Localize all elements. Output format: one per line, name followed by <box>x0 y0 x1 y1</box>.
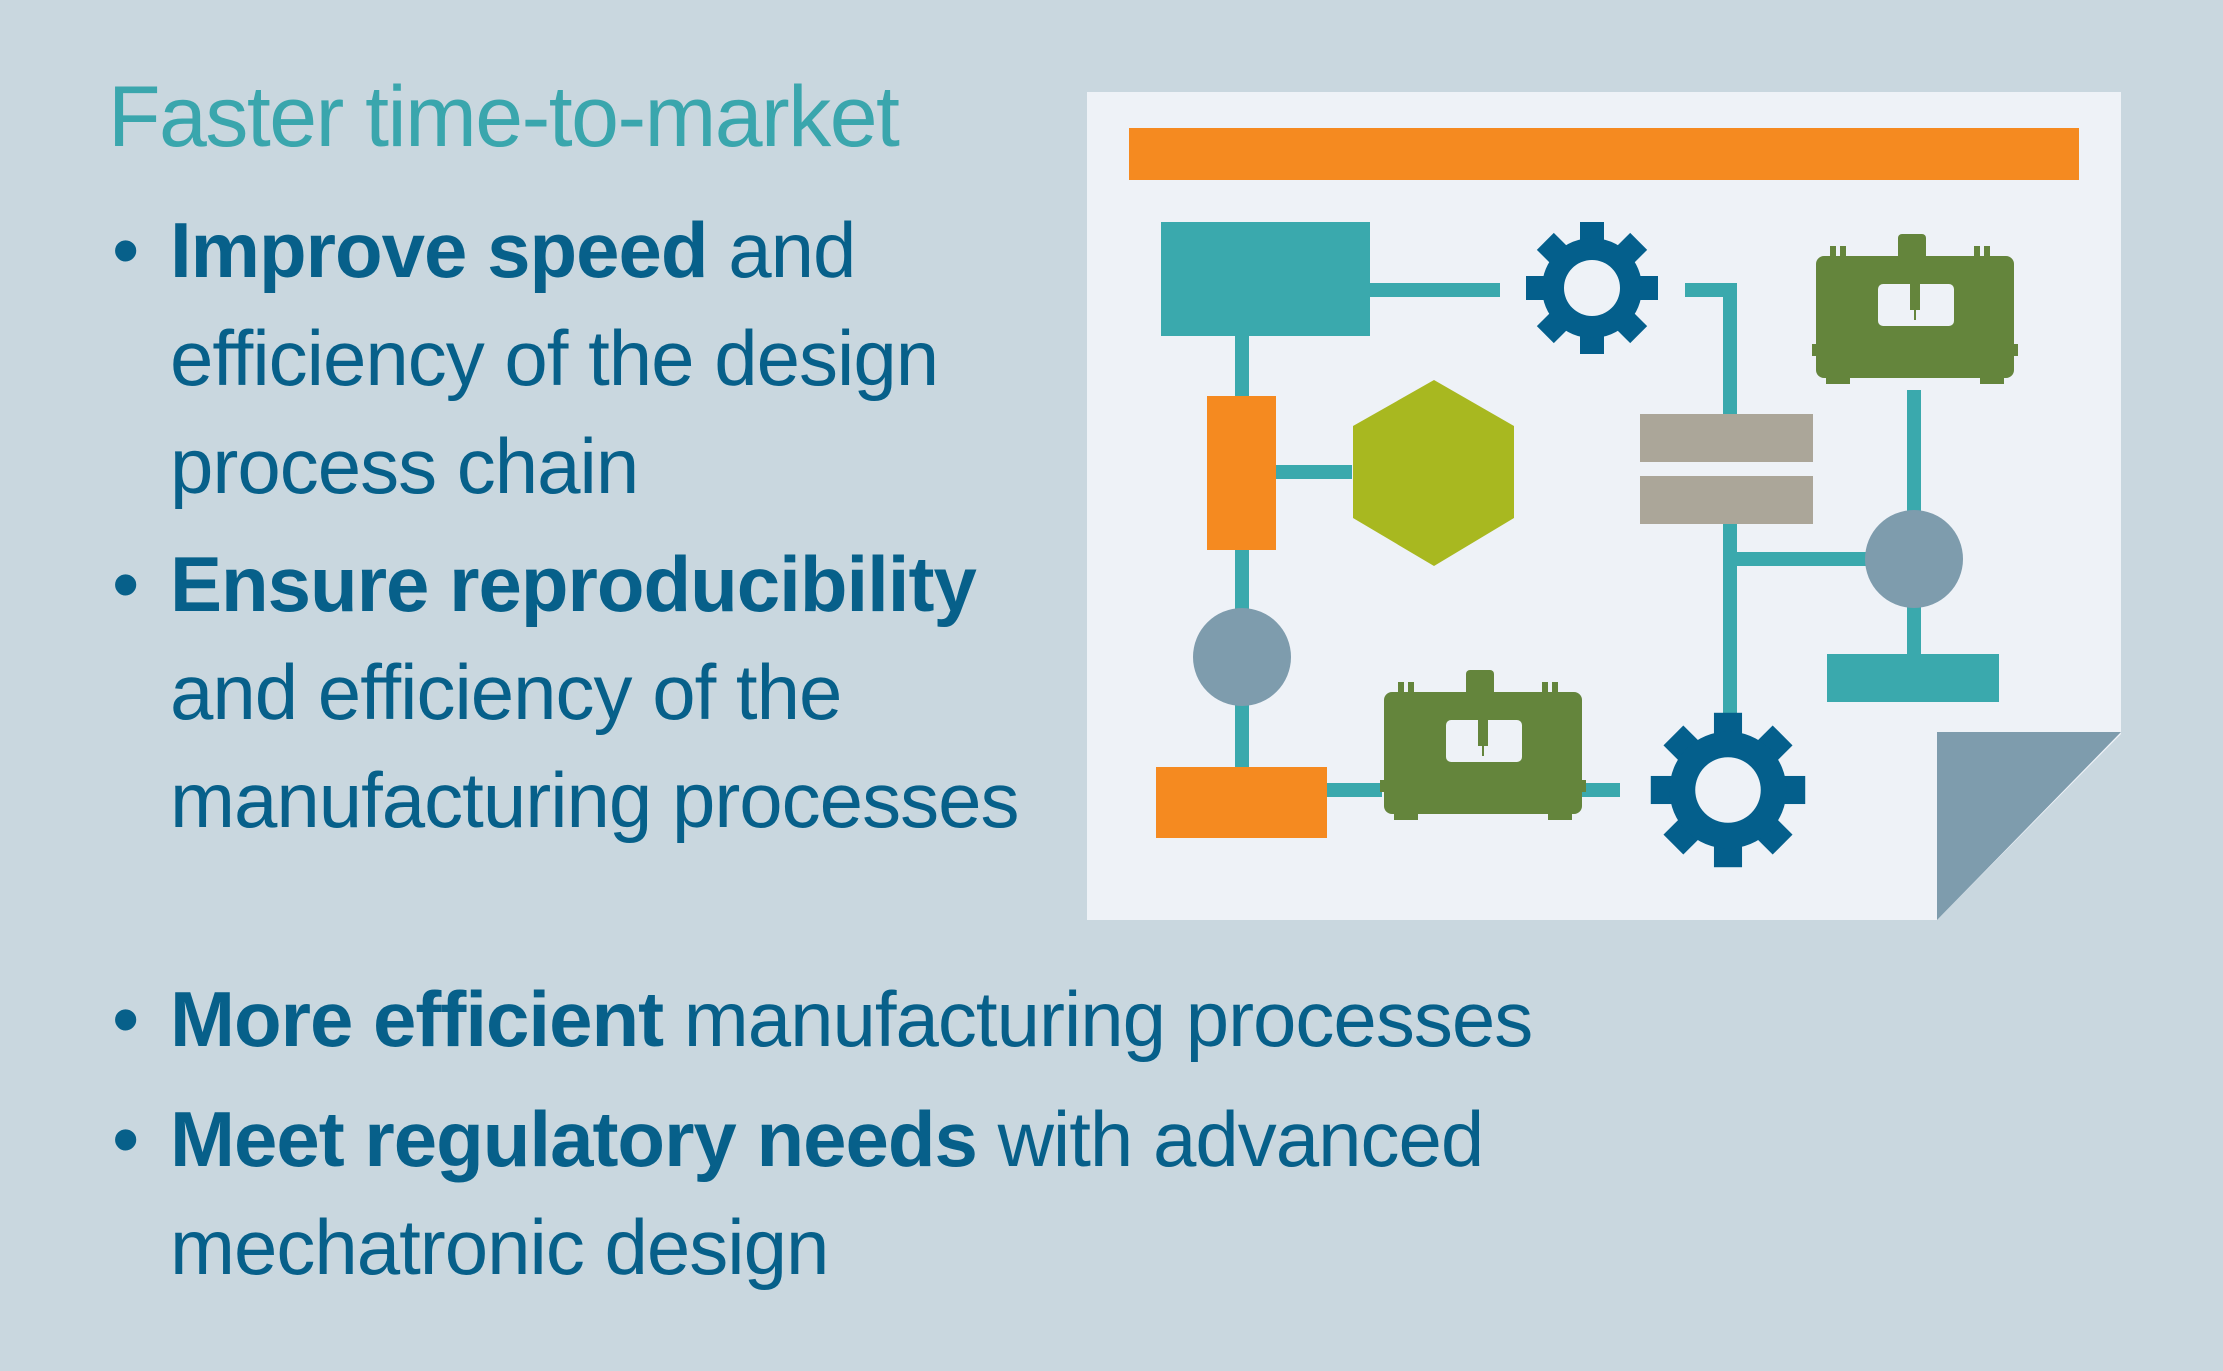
bullet-dot: • <box>112 540 139 628</box>
bullet-item: • Ensure reproducibility and efficiency … <box>112 530 1092 854</box>
gear-icon <box>1650 712 1806 868</box>
process-flow-illustration <box>1087 92 2121 920</box>
machine-icon <box>1812 234 2018 384</box>
taupe-bar <box>1640 414 1813 462</box>
header-bar <box>1129 128 2079 180</box>
bullet-text: Improve speed and efficiency of the desi… <box>112 196 1012 520</box>
bullet-rest: and efficiency of the manufacturing proc… <box>170 648 1019 844</box>
bullet-text: Ensure reproducibility and efficiency of… <box>112 530 1092 854</box>
bullet-text: More efficient manufacturing processes <box>112 965 1672 1073</box>
taupe-bar <box>1640 476 1813 524</box>
bullet-bold: More efficient <box>170 975 664 1063</box>
page-curl-icon <box>1937 732 2121 920</box>
circle-node-icon <box>1193 608 1291 706</box>
hexagon-icon <box>1353 380 1514 566</box>
teal-block <box>1161 222 1370 336</box>
bullet-bold: Meet regulatory needs <box>170 1095 978 1183</box>
bullet-rest: manufacturing processes <box>663 975 1533 1063</box>
bullet-bold: Improve speed <box>170 206 709 294</box>
bullet-item: • More efficient manufacturing processes <box>112 965 1672 1073</box>
orange-block <box>1156 767 1327 838</box>
circle-node-icon <box>1865 510 1963 608</box>
machine-icon <box>1380 670 1586 820</box>
bullet-dot: • <box>112 1095 139 1183</box>
teal-base <box>1827 654 1999 702</box>
orange-block <box>1207 396 1276 550</box>
bullet-rest: with advanced mechatronic design <box>170 1095 1484 1291</box>
bullet-dot: • <box>112 206 139 294</box>
bullet-item: • Meet regulatory needs with advanced me… <box>112 1085 1672 1301</box>
bullet-rest: and efficiency of the design process cha… <box>170 206 939 510</box>
page-title: Faster time-to-market <box>108 69 900 165</box>
bullet-item: • Improve speed and efficiency of the de… <box>112 196 1012 520</box>
bullet-dot: • <box>112 975 139 1063</box>
bullet-bold: Ensure reproducibility <box>170 540 977 628</box>
bullet-text: Meet regulatory needs with advanced mech… <box>112 1085 1672 1301</box>
